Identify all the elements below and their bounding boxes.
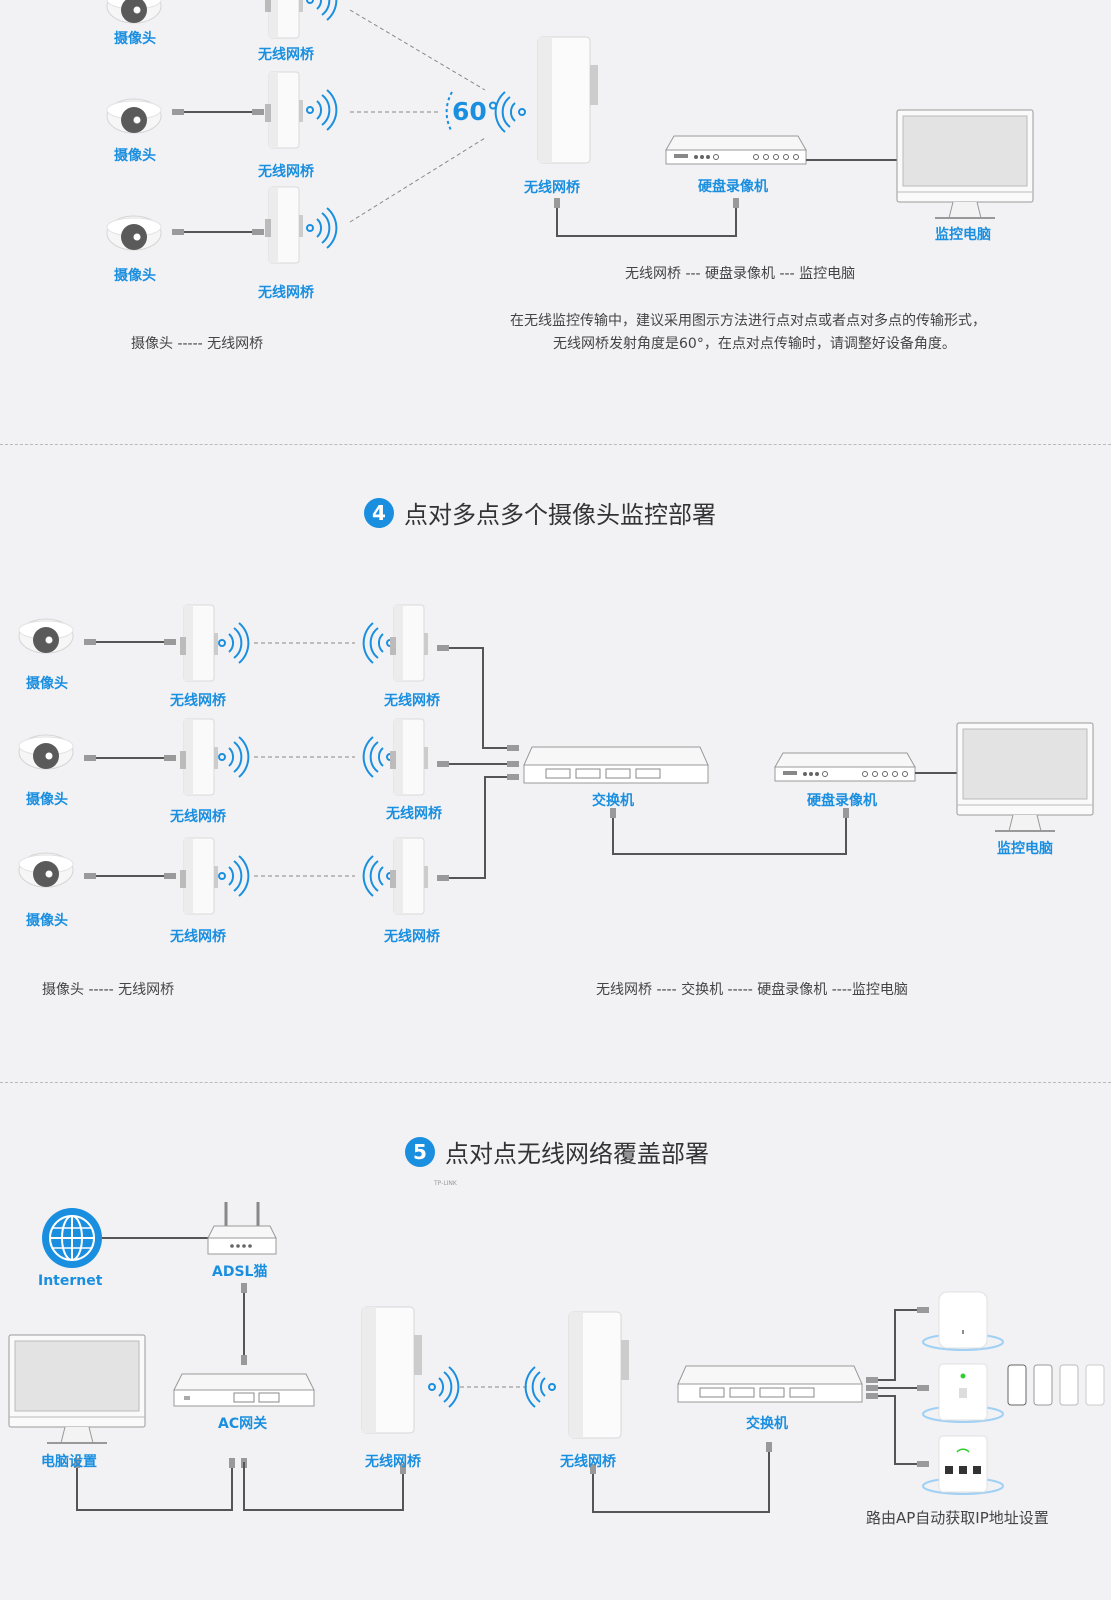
section3-diagram — [106, 0, 1034, 264]
note-line-2: 无线网桥发射角度是60°，在点对点传输时，请调整好设备角度。 — [553, 336, 956, 352]
bridge-label: 无线网桥 — [384, 929, 440, 945]
camera-label: 摄像头 — [114, 31, 156, 47]
section-title-text: 点对点无线网络覆盖部署 — [445, 1140, 709, 1168]
bridge-label: 无线网桥 — [560, 1454, 616, 1470]
camera-label: 摄像头 — [26, 792, 68, 808]
pc-label: 监控电脑 — [935, 227, 991, 243]
bridge-label: 无线网桥 — [170, 929, 226, 945]
internet-label: Internet — [38, 1273, 103, 1289]
bridge-label: 无线网桥 — [258, 164, 314, 180]
caption-right: 无线网桥 ---- 交换机 ----- 硬盘录像机 ----监控电脑 — [596, 982, 908, 998]
ac-gateway-label: AC网关 — [218, 1416, 268, 1432]
caption-right: 无线网桥 --- 硬盘录像机 --- 监控电脑 — [625, 266, 856, 282]
bridge-label: 无线网桥 — [170, 809, 226, 825]
bridge-label: 无线网桥 — [524, 180, 580, 196]
bridge-label: 无线网桥 — [386, 806, 442, 822]
angle-label: 60° — [452, 97, 500, 126]
camera-label: 摄像头 — [114, 148, 156, 164]
note-line-1: 在无线监控传输中，建议采用图示方法进行点对点或者点对多点的传输形式， — [510, 313, 986, 329]
nvr-label: 硬盘录像机 — [698, 179, 768, 195]
switch-label: 交换机 — [592, 793, 634, 809]
caption-left: 摄像头 ----- 无线网桥 — [131, 336, 264, 352]
section-title-text: 点对多点多个摄像头监控部署 — [404, 501, 716, 529]
section-divider — [0, 1082, 1111, 1083]
switch-label: 交换机 — [746, 1416, 788, 1432]
section-divider — [0, 444, 1111, 445]
bridge-label: 无线网桥 — [258, 47, 314, 63]
bridge-label: 无线网桥 — [384, 693, 440, 709]
pc-label: 监控电脑 — [997, 841, 1053, 857]
brand-mark: TP-LINK — [434, 1180, 457, 1187]
section5-diagram — [8, 1202, 1105, 1513]
camera-label: 摄像头 — [26, 676, 68, 692]
section4-title: 4 点对多点多个摄像头监控部署 — [364, 495, 716, 530]
nvr-label: 硬盘录像机 — [807, 793, 877, 809]
camera-label: 摄像头 — [114, 268, 156, 284]
pc-settings-label: 电脑设置 — [41, 1454, 97, 1470]
ap-caption: 路由AP自动获取IP地址设置 — [866, 1509, 1049, 1527]
section-number-badge: 5 — [405, 1136, 435, 1167]
caption-left: 摄像头 ----- 无线网桥 — [42, 982, 175, 998]
adsl-label: ADSL猫 — [212, 1264, 268, 1280]
bridge-label: 无线网桥 — [365, 1454, 421, 1470]
bridge-label: 无线网桥 — [170, 693, 226, 709]
section4-diagram — [18, 604, 1094, 915]
section5-title: 5 点对点无线网络覆盖部署 — [405, 1134, 709, 1169]
camera-label: 摄像头 — [26, 913, 68, 929]
section-number-badge: 4 — [364, 497, 394, 528]
bridge-label: 无线网桥 — [258, 285, 314, 301]
